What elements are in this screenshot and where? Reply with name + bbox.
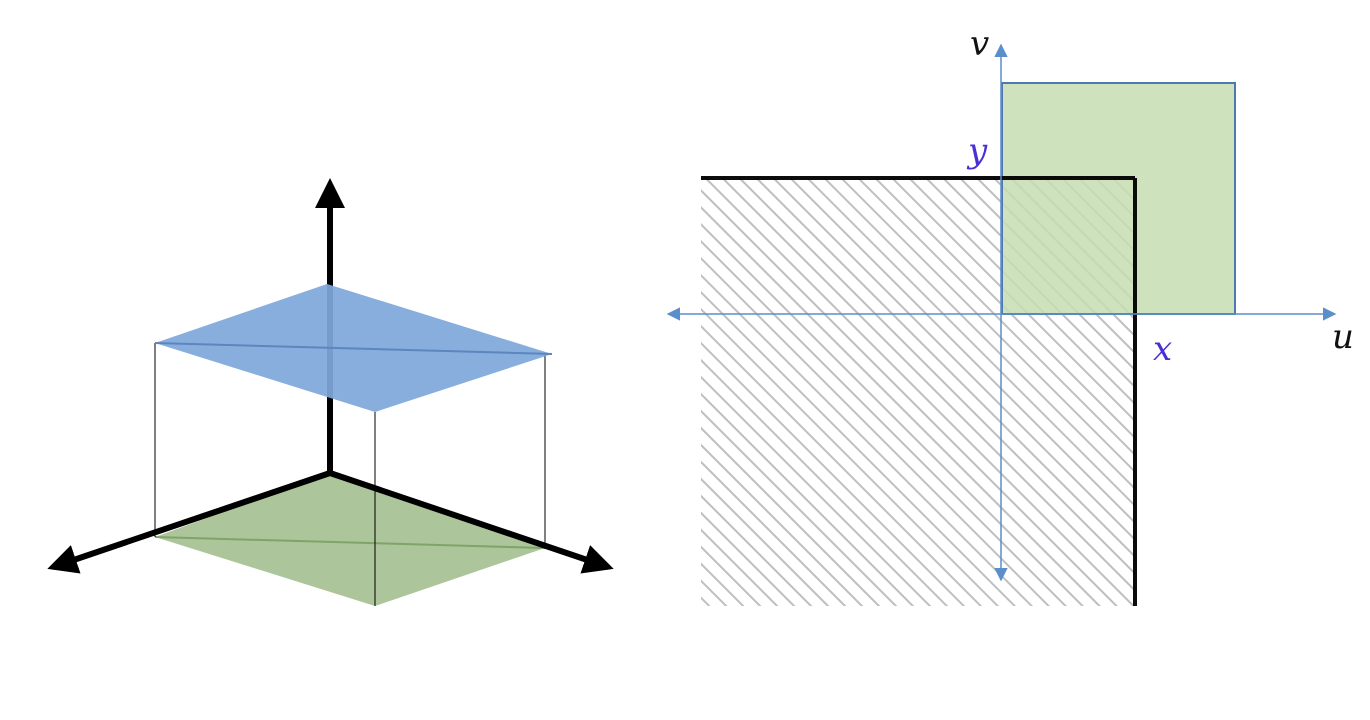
x-point-label: x [1153, 329, 1172, 369]
v-axis-label: v [970, 24, 989, 64]
right-uv-diagram: v u y x [666, 24, 1354, 606]
left-3d-diagram [47, 178, 614, 606]
green-square [1001, 82, 1236, 315]
u-axis-label: u [1332, 317, 1354, 357]
top-plane-diagonal [154, 342, 553, 355]
x-axis-left [47, 470, 331, 574]
y-axis-right [329, 470, 614, 574]
bottom-plane [155, 473, 545, 606]
y-point-label: y [966, 131, 988, 171]
bottom-plane-diagonal [154, 536, 546, 549]
